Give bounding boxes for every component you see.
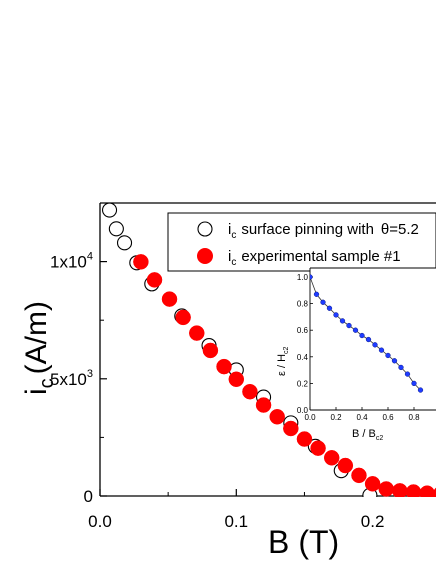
data-point-open [101,203,118,218]
inset-data-point [372,342,378,348]
data-point-filled [189,325,205,341]
data-point-filled [283,420,299,437]
x-axis-label: B(T) [268,524,339,560]
legend-entry-2-sub: c [231,257,236,268]
data-point-filled [202,342,219,359]
legend-entry-2: ic experimental sample #1 [228,248,401,268]
inset-data-point [398,364,404,371]
inset-y-tick-label: 1.0 [297,273,309,282]
main-tick-labels: 0.0 0.1 0.2 0 5x103 1x104 [50,251,384,531]
data-point-open [116,235,133,251]
inset-data-point [310,274,313,280]
series-experimental [133,254,436,497]
inset-x-tick-label: 0.8 [408,413,420,422]
x-tick-label: 0.1 [224,512,248,531]
data-point-filled [419,485,435,497]
inset-data-point [313,291,320,297]
data-point-filled [310,440,326,456]
data-point-filled [216,358,232,375]
inset-x-tick-label: 0.2 [330,413,342,422]
inset-y-tick-label: 0.2 [297,379,309,388]
y-tick-label: 1x104 [50,251,93,272]
inset-y-label-sub: c2 [283,346,290,354]
data-point-filled [337,457,354,474]
data-point-filled [378,481,394,497]
legend-entry-1: ic surface pinning with θ=5.2 [228,221,419,241]
inset-data-point [365,336,372,343]
x-axis-label-unit: (T) [298,524,339,560]
legend-entry-1-prefix: i [228,221,231,238]
inset-y-tick-label: 0.8 [297,300,309,309]
data-point-filled [175,309,191,326]
data-point-filled [255,397,272,413]
inset-x-label-main: B / B [352,428,376,440]
data-point-filled [392,483,408,497]
x-tick-label: 0.2 [361,512,385,531]
data-point-filled [433,487,436,497]
inset-y-label-main: ε / H [276,354,288,376]
y-axis-label-sub: c [36,378,58,388]
data-point-filled [161,291,178,307]
inset-y-tick-label: 0.0 [297,406,309,415]
y-axis-label: ic (A/m) [20,301,58,395]
data-point-filled [405,484,422,497]
inset-data-point [326,305,333,311]
inset-x-tick-label: 0.6 [382,413,394,422]
legend-entry-1-text: surface pinning with [241,221,374,238]
inset-data-point [391,358,398,364]
legend-entry-2-text: experimental sample #1 [241,248,400,265]
inset-ticks: 0.0 0.2 0.4 0.6 0.8 0.0 0.2 0.4 0.6 0.8 1.0 [297,273,420,422]
legend-entry-2-prefix: i [228,248,231,265]
inset-curve [310,274,424,393]
data-point-filled [351,467,367,484]
y-tick-label: 0 [84,487,93,506]
inset-data-point [352,327,359,333]
inset-data-point [411,380,417,387]
legend-marker-open [197,221,213,237]
inset-data-point [320,299,326,305]
inset-x-label: B / Bc2 [352,428,383,442]
legend-entry-1-sub: c [231,230,236,241]
y-axis-label-unit: (A/m) [20,301,53,374]
inset-x-tick-label: 0.0 [304,413,316,422]
inset-data-point [417,387,424,393]
inset-data-point [404,371,411,377]
data-point-filled [133,254,149,270]
data-point-open [108,221,124,237]
data-point-filled [269,409,285,425]
data-point-filled [242,383,258,400]
inset-data-point [339,318,346,324]
legend-entry-1-extra: θ=5.2 [381,221,419,238]
inset-data-point [359,332,365,339]
y-axis-label-main: i [20,388,53,395]
inset-y-tick-label: 0.4 [297,353,309,362]
x-tick-label: 0.0 [88,512,112,531]
data-point-filled [228,371,245,388]
data-point-filled [146,272,163,288]
inset-background [310,268,436,410]
inset-x-tick-label: 0.4 [356,413,368,422]
inset-x-label-sub: c2 [376,435,384,442]
data-point-filled [323,450,340,466]
legend-box [167,212,436,272]
data-point-filled [364,476,381,492]
inset-data-point [385,352,391,359]
data-point-filled [296,431,313,447]
inset-data-point [346,322,352,329]
inset-data-point [378,347,385,353]
inset-data-point [333,312,339,318]
x-axis-label-main: B [268,524,289,560]
inset-y-label: ε / Hc2 [276,346,290,376]
inset-y-tick-label: 0.6 [297,326,309,335]
y-tick-label: 5x103 [50,368,93,389]
legend-marker-filled [197,248,213,264]
